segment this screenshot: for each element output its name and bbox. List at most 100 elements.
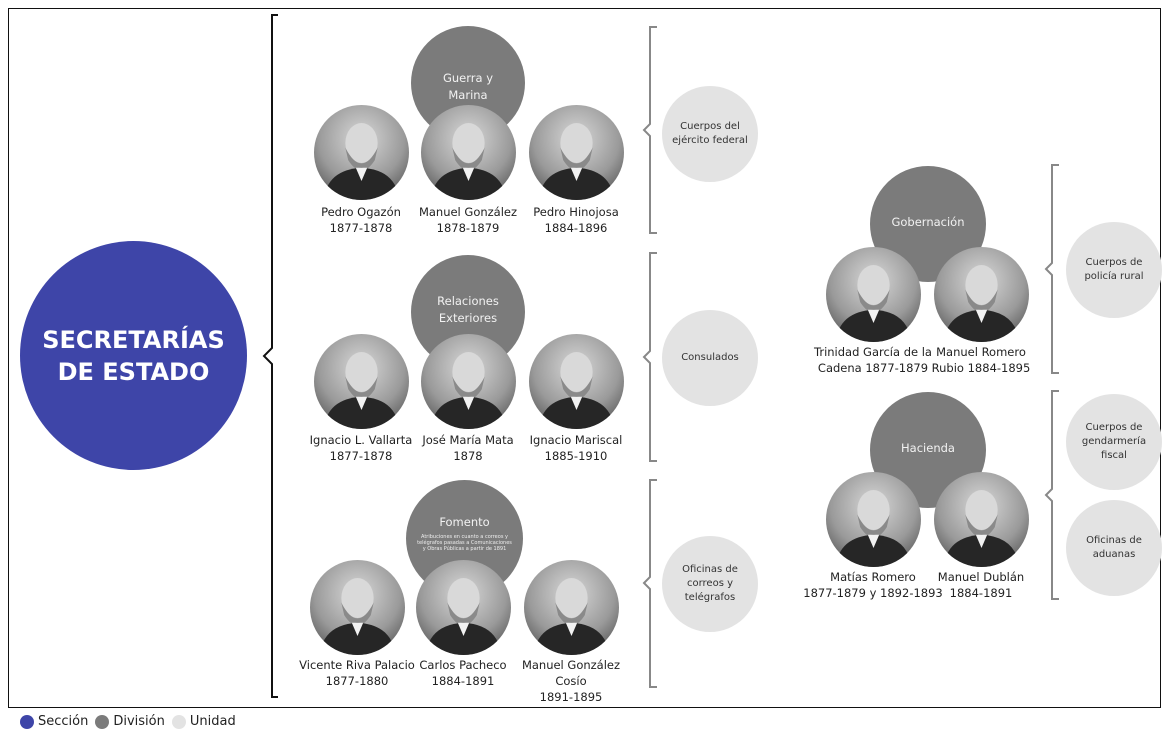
unit-label: aduanas bbox=[1092, 549, 1136, 560]
person-years: 1885-1910 bbox=[544, 449, 608, 463]
portrait-icon bbox=[934, 247, 1029, 342]
portrait-icon bbox=[310, 560, 405, 655]
person-years: Cadena 1877-1879 bbox=[817, 361, 929, 375]
division-note: Atribuciones en cuanto a correos y telég… bbox=[417, 534, 512, 552]
person-caption: Ignacio L. Vallarta 1877-1878 bbox=[296, 432, 426, 464]
unit-label: Cuerpos de bbox=[1085, 422, 1143, 433]
brace-fomento bbox=[642, 479, 657, 688]
person-name: Matías Romero bbox=[830, 570, 916, 584]
portrait-icon bbox=[529, 105, 624, 200]
person-name: Pedro Hinojosa bbox=[533, 205, 619, 219]
person-caption: Manuel Dublán 1884-1891 bbox=[916, 569, 1046, 601]
person-years: 1877-1879 y 1892-1893 bbox=[803, 586, 943, 600]
unit-label: correos y bbox=[686, 578, 734, 589]
person-name: Manuel González bbox=[418, 205, 518, 219]
person-years: 1884-1891 bbox=[949, 586, 1013, 600]
person-years: 1878 bbox=[453, 449, 483, 463]
division-label: Marina bbox=[448, 88, 488, 102]
brace-hacienda bbox=[1044, 390, 1059, 600]
person-name: Vicente Riva Palacio bbox=[299, 658, 415, 672]
unit-gendarmeria-fiscal: Cuerpos de gendarmería fiscal bbox=[1066, 394, 1162, 490]
division-label: Exteriores bbox=[438, 311, 498, 325]
brace-guerra bbox=[642, 26, 657, 234]
person-years: 1877-1878 bbox=[329, 449, 393, 463]
person-caption: Matías Romero 1877-1879 y 1892-1893 bbox=[803, 569, 943, 601]
person-caption: Manuel González Cosío 1891-1895 bbox=[506, 657, 636, 705]
person-years: 1877-1880 bbox=[325, 674, 389, 688]
legend: Sección División Unidad bbox=[20, 714, 243, 729]
person-caption: Pedro Ogazón 1877-1878 bbox=[296, 204, 426, 236]
division-label: Fomento bbox=[439, 515, 490, 529]
unit-label: Oficinas de bbox=[1086, 535, 1142, 546]
unit-label: Cuerpos del bbox=[680, 121, 740, 132]
person-caption: Pedro Hinojosa 1884-1896 bbox=[511, 204, 641, 236]
unit-oficinas-correos: Oficinas de correos y telégrafos bbox=[662, 536, 758, 632]
portrait-icon bbox=[314, 105, 409, 200]
legend-label: División bbox=[113, 714, 165, 729]
portrait-icon bbox=[826, 472, 921, 567]
division-label: Hacienda bbox=[901, 441, 955, 455]
section-title-line2: DE ESTADO bbox=[57, 357, 210, 386]
person-caption: Manuel Romero Rubio 1884-1895 bbox=[916, 344, 1046, 376]
unit-label: Consulados bbox=[681, 352, 739, 363]
person-name: Pedro Ogazón bbox=[321, 205, 401, 219]
person-name: Ignacio Mariscal bbox=[529, 433, 623, 447]
person-name: José María Mata bbox=[422, 433, 514, 447]
person-caption: Ignacio Mariscal 1885-1910 bbox=[511, 432, 641, 464]
person-years: 1884-1891 bbox=[431, 674, 495, 688]
unit-label: Cuerpos de bbox=[1085, 257, 1143, 268]
person-name: Carlos Pacheco bbox=[419, 658, 507, 672]
portrait-icon bbox=[529, 334, 624, 429]
person-name: Trinidad García de la bbox=[814, 345, 932, 359]
section-circle: SECRETARÍAS DE ESTADO bbox=[20, 241, 247, 470]
portrait-icon bbox=[421, 105, 516, 200]
main-brace bbox=[262, 14, 278, 698]
person-name: Manuel Dublán bbox=[937, 570, 1025, 584]
unit-label: Oficinas de bbox=[682, 564, 738, 575]
person-years: 1891-1895 bbox=[539, 690, 603, 704]
person-caption: Vicente Riva Palacio 1877-1880 bbox=[292, 657, 422, 689]
section-title-line1: SECRETARÍAS bbox=[42, 325, 225, 354]
person-name: Manuel González Cosío bbox=[521, 658, 621, 688]
unit-policia-rural: Cuerpos de policía rural bbox=[1066, 222, 1162, 318]
person-years: Rubio 1884-1895 bbox=[931, 361, 1031, 375]
unit-label: fiscal bbox=[1101, 450, 1127, 461]
unit-oficinas-aduanas: Oficinas de aduanas bbox=[1066, 500, 1162, 596]
unit-label: policía rural bbox=[1084, 271, 1144, 282]
person-caption: José María Mata 1878 bbox=[403, 432, 533, 464]
portrait-icon bbox=[524, 560, 619, 655]
person-name: Manuel Romero bbox=[936, 345, 1026, 359]
unit-cuerpos-ejercito: Cuerpos del ejército federal bbox=[662, 86, 758, 182]
person-years: 1884-1896 bbox=[544, 221, 608, 235]
legend-dot bbox=[171, 714, 186, 729]
legend-item-seccion: Sección bbox=[20, 714, 88, 729]
brace-gobernacion bbox=[1044, 164, 1059, 374]
unit-consulados: Consulados bbox=[662, 310, 758, 406]
legend-item-division: División bbox=[95, 714, 165, 729]
person-years: 1877-1878 bbox=[329, 221, 393, 235]
portrait-icon bbox=[826, 247, 921, 342]
legend-label: Sección bbox=[38, 714, 89, 729]
unit-label: telégrafos bbox=[684, 592, 736, 603]
division-label: Relaciones bbox=[437, 294, 499, 308]
unit-label: ejército federal bbox=[672, 135, 748, 146]
division-relaciones-exteriores: Relaciones Exteriores bbox=[411, 255, 525, 369]
person-caption: Carlos Pacheco 1884-1891 bbox=[398, 657, 528, 689]
portrait-icon bbox=[416, 560, 511, 655]
legend-label: Unidad bbox=[189, 714, 236, 729]
diagram-frame bbox=[8, 8, 1161, 708]
portrait-icon bbox=[421, 334, 516, 429]
person-years: 1878-1879 bbox=[436, 221, 500, 235]
person-caption: Trinidad García de la Cadena 1877-1879 bbox=[808, 344, 938, 376]
person-caption: Manuel González 1878-1879 bbox=[403, 204, 533, 236]
person-name: Ignacio L. Vallarta bbox=[309, 433, 413, 447]
legend-dot bbox=[20, 714, 34, 729]
legend-item-unidad: Unidad bbox=[171, 714, 236, 729]
division-label: Gobernación bbox=[891, 215, 965, 229]
unit-label: gendarmería bbox=[1081, 436, 1147, 447]
portrait-icon bbox=[314, 334, 409, 429]
legend-dot bbox=[95, 714, 110, 729]
portrait-icon bbox=[934, 472, 1029, 567]
division-label: Guerra y bbox=[442, 71, 494, 85]
brace-relaciones bbox=[642, 252, 657, 462]
